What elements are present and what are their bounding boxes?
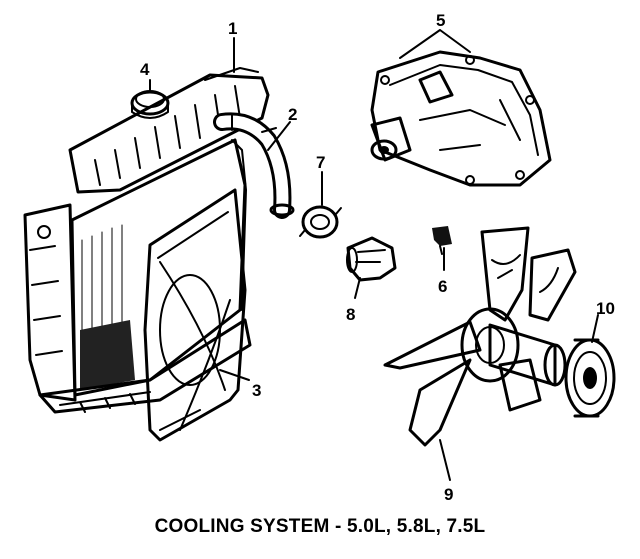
callout-10: 10 [596,299,615,318]
radiator [23,67,270,414]
water-pump [370,50,552,187]
callout-1: 1 [228,19,237,38]
callout-9: 9 [444,485,453,504]
fan-shroud [143,188,247,442]
callout-8: 8 [346,305,355,324]
cooling-system-diagram: 1 2 3 4 5 6 7 8 9 10 [23,11,616,504]
cooling-fan [383,226,577,447]
thermostat-gasket [299,205,342,239]
leader-lines [149,29,599,481]
temperature-sensor [432,226,452,255]
fan-pulley [564,338,616,418]
upper-radiator-hose [213,112,295,219]
diagram-caption: COOLING SYSTEM - 5.0L, 5.8L, 7.5L [154,516,486,537]
callout-3: 3 [252,381,261,400]
callout-7: 7 [316,153,325,172]
thermostat-housing [346,236,397,282]
callout-4: 4 [140,60,150,79]
callout-5: 5 [436,11,445,30]
callout-2: 2 [288,105,297,124]
callout-6: 6 [438,277,447,296]
